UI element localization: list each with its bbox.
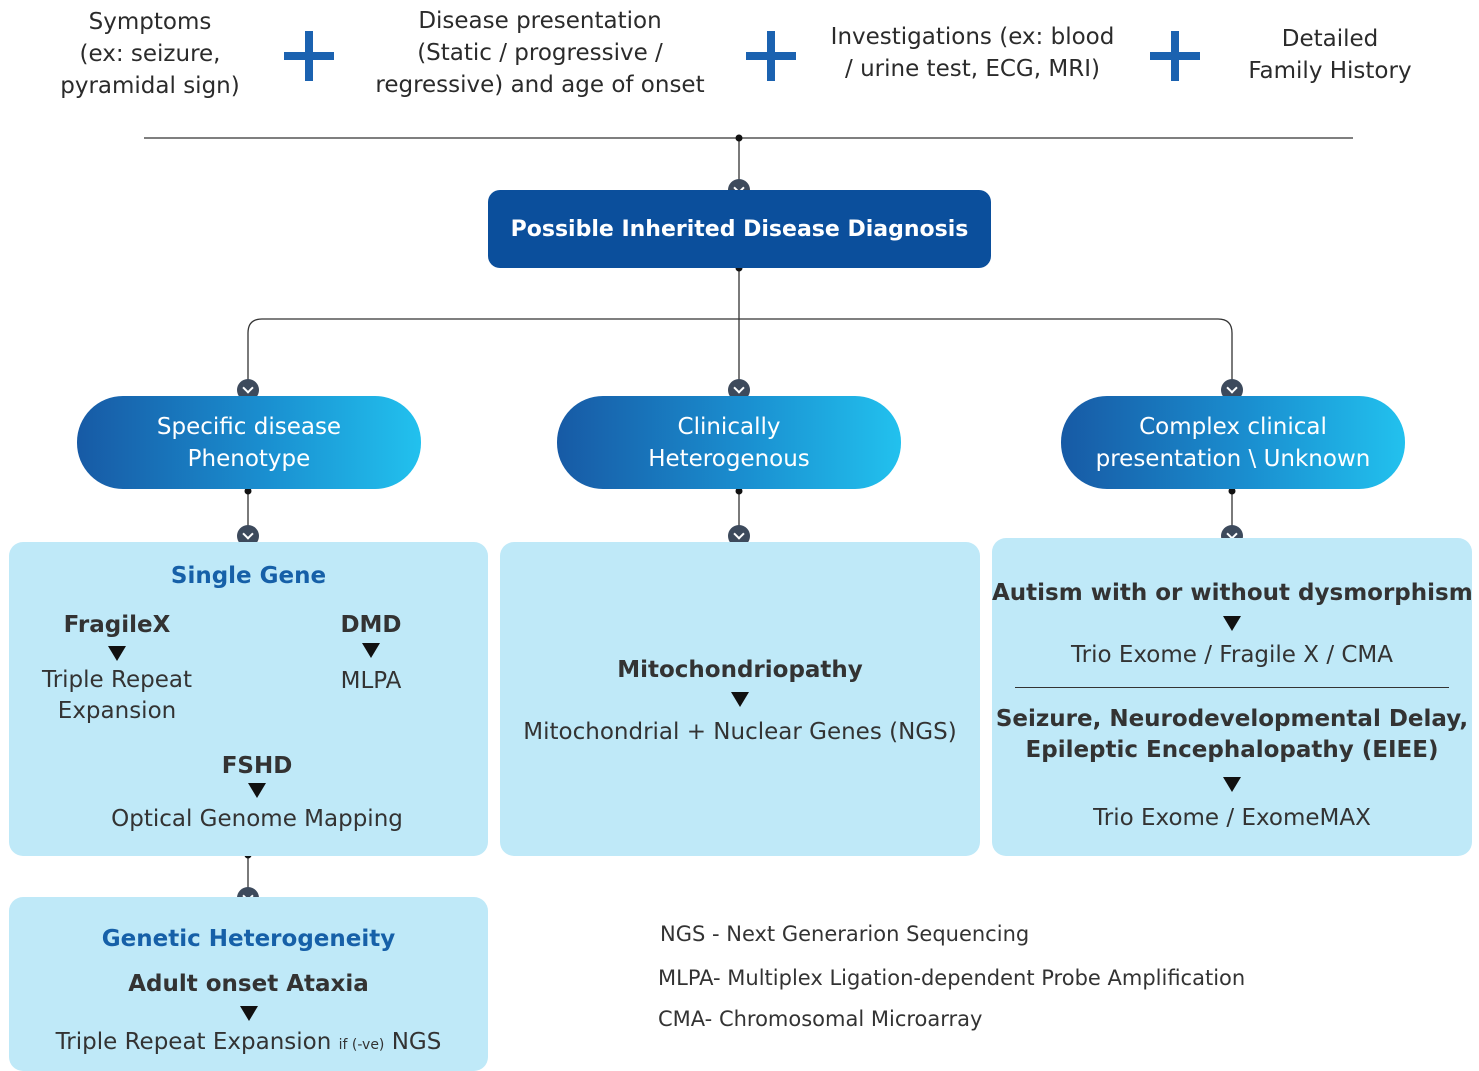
legend-cma: CMA- Chromosomal Microarray <box>658 1007 983 1031</box>
branch-label-line2: Phenotype <box>187 445 311 472</box>
chevron-down-icon <box>728 379 750 401</box>
single-gene-heading: Single Gene <box>170 563 327 589</box>
input-symptoms-line1: Symptoms <box>88 9 212 35</box>
plus-icon <box>1150 31 1200 81</box>
branch-label-line2: presentation \ Unknown <box>1095 445 1371 472</box>
ataxia-label: Adult onset Ataxia <box>128 971 369 997</box>
arrow-down-icon <box>362 643 380 658</box>
branch-complex-unknown: Complex clinical presentation \ Unknown <box>1061 396 1405 489</box>
mito-label: Mitochondriopathy <box>617 657 863 683</box>
fshd-test: Optical Genome Mapping <box>111 806 403 832</box>
chevron-down-icon <box>237 379 259 401</box>
input-symptoms-line2: (ex: seizure, <box>79 41 221 67</box>
input-family-history: Detailed Family History <box>1225 23 1435 87</box>
genetic-heterogeneity-heading: Genetic Heterogeneity <box>101 926 396 952</box>
arrow-down-icon <box>108 646 126 661</box>
arrow-down-icon <box>1223 616 1241 631</box>
arrow-down-icon <box>731 692 749 707</box>
seizure-label-line1: Seizure, Neurodevelopmental Delay, <box>995 706 1469 732</box>
ataxia-test: Triple Repeat Expansion if (-ve) NGS <box>9 1027 488 1061</box>
main-diagnosis-label: Possible Inherited Disease Diagnosis <box>510 216 969 242</box>
autism-label: Autism with or without dysmorphism <box>992 580 1473 606</box>
branch-specific-phenotype: Specific disease Phenotype <box>77 396 421 489</box>
fragilex-test-line2: Expansion <box>57 698 177 724</box>
input-disease-presentation-line3: regressive) and age of onset <box>375 72 705 98</box>
dmd-test: MLPA <box>340 668 402 694</box>
ataxia-test-end: NGS <box>391 1029 442 1055</box>
input-investigations: Investigations (ex: blood / urine test, … <box>815 21 1130 85</box>
ataxia-test-main: Triple Repeat Expansion <box>55 1029 332 1055</box>
branch-label-line1: Complex clinical <box>1139 413 1327 440</box>
plus-icon <box>284 31 334 81</box>
ataxia-test-condition: if (-ve) <box>338 1037 385 1053</box>
legend-mlpa: MLPA- Multiplex Ligation-dependent Probe… <box>658 966 1246 990</box>
input-symptoms-line3: pyramidal sign) <box>60 73 240 99</box>
input-family-history-line1: Detailed <box>1281 26 1379 52</box>
arrow-down-icon <box>1223 777 1241 792</box>
seizure-label-line2: Epileptic Encephalopathy (EIEE) <box>1025 737 1439 763</box>
arrow-down-icon <box>240 1006 258 1021</box>
arrow-down-icon <box>248 783 266 798</box>
complex-panel <box>992 538 1472 856</box>
chevron-down-icon <box>1221 379 1243 401</box>
input-disease-presentation-line2: (Static / progressive / <box>417 40 663 66</box>
input-disease-presentation: Disease presentation (Static / progressi… <box>360 5 720 101</box>
input-symptoms: Symptoms (ex: seizure, pyramidal sign) <box>40 6 260 102</box>
branch-label-line1: Specific disease <box>156 413 342 440</box>
input-family-history-line2: Family History <box>1248 58 1412 84</box>
genetic-heterogeneity-panel <box>9 897 488 1071</box>
branch-label-line2: Heterogenous <box>648 445 810 472</box>
branch-clinically-heterogenous: Clinically Heterogenous <box>557 396 901 489</box>
input-investigations-line2: / urine test, ECG, MRI) <box>845 56 1100 82</box>
autism-test: Trio Exome / Fragile X / CMA <box>1070 642 1394 668</box>
fragilex-label: FragileX <box>63 612 171 638</box>
branch-label-line1: Clinically <box>677 413 781 440</box>
fragilex-test-line1: Triple Repeat <box>42 667 192 693</box>
chevron-down-icon <box>728 525 750 547</box>
main-diagnosis-box: Possible Inherited Disease Diagnosis <box>488 190 991 268</box>
plus-icon <box>746 31 796 81</box>
input-investigations-line1: Investigations (ex: blood <box>830 24 1115 50</box>
divider <box>1015 687 1449 688</box>
fshd-label: FSHD <box>221 753 293 779</box>
legend-ngs: NGS - Next Generarion Sequencing <box>660 922 1030 946</box>
seizure-test: Trio Exome / ExomeMAX <box>1093 805 1371 831</box>
input-disease-presentation-line1: Disease presentation <box>418 8 662 34</box>
mito-test: Mitochondrial + Nuclear Genes (NGS) <box>523 719 957 745</box>
dmd-label: DMD <box>340 612 402 638</box>
chevron-down-icon <box>237 525 259 547</box>
single-gene-panel <box>9 542 488 856</box>
